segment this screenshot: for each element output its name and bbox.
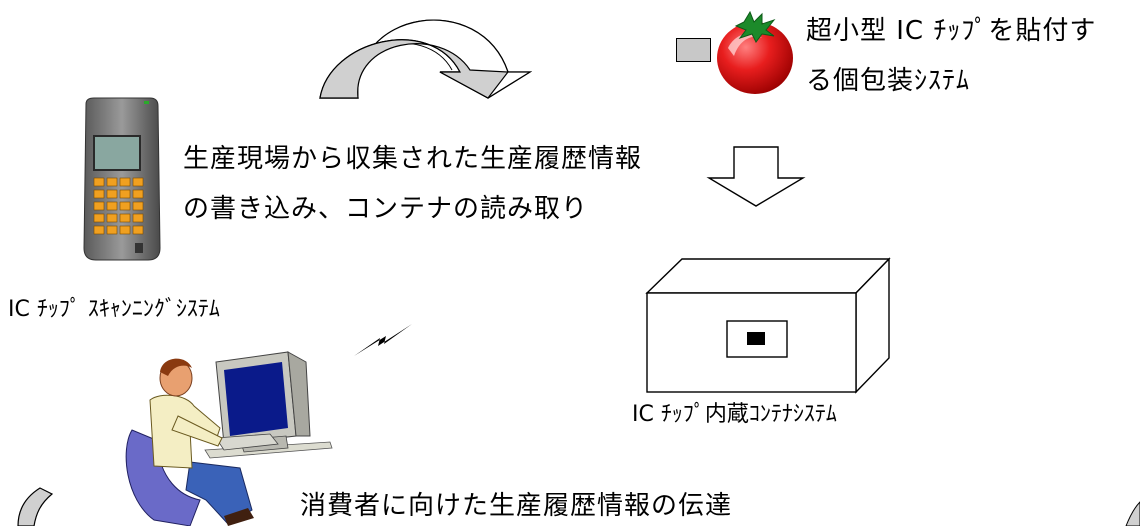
- tag-text-line2: る個包装ｼｽﾃﾑ: [806, 66, 971, 96]
- container-box-icon: [645, 257, 891, 394]
- curved-arrow-fragment-right-icon: [1125, 501, 1140, 526]
- consumer-text: 消費者に向けた生産履歴情報の伝達: [300, 491, 733, 521]
- scanner-text-line1: 生産現場から収集された生産履歴情報: [183, 144, 643, 174]
- scanner-system-label: IC ﾁｯﾌﾟ ｽｷｬﾝﾆﾝｸﾞｼｽﾃﾑ: [8, 297, 220, 322]
- scanner-text-line2: の書き込み、コンテナの読み取り: [183, 194, 589, 224]
- handheld-scanner-icon: [83, 97, 161, 261]
- ic-chip-icon: [676, 38, 711, 62]
- lightning-icon: [354, 324, 412, 356]
- container-system-label: IC ﾁｯﾌﾟ内蔵ｺﾝﾃﾅｼｽﾃﾑ: [632, 402, 837, 427]
- person-at-computer-icon: [125, 351, 333, 526]
- down-arrow-icon: [706, 146, 806, 207]
- tomato-icon: [717, 10, 793, 94]
- tag-text-line1: 超小型 IC ﾁｯﾌﾟを貼付す: [806, 16, 1097, 46]
- curved-arrow-icon: [319, 19, 533, 99]
- curved-arrow-fragment-icon: [17, 487, 54, 526]
